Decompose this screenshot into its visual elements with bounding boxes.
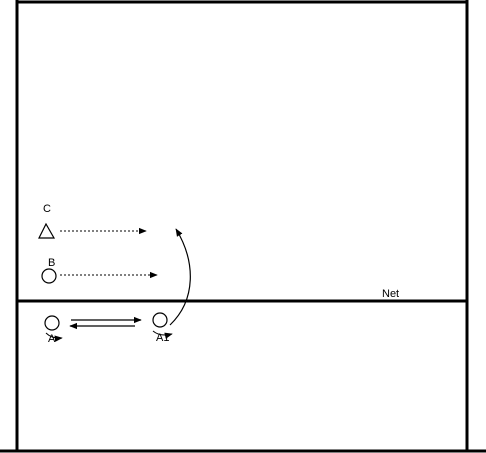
player-c-triangle-icon [38,222,56,239]
net-label: Net [382,288,399,300]
set-curve-arrow [169,228,191,326]
player-b-label: B [48,257,55,269]
player-a: A [44,315,60,345]
player-c: C [38,203,56,239]
player-a1-circle-icon [152,312,168,328]
player-c-label: C [43,203,51,215]
player-a1: A1 [152,312,169,344]
player-a-circle-icon [44,315,60,331]
player-b-circle-icon [41,268,57,284]
player-b: B [41,257,57,284]
player-a-label: A [48,333,56,345]
player-a-return-arrow [45,332,63,342]
player-a1-return-arrow [152,330,173,339]
